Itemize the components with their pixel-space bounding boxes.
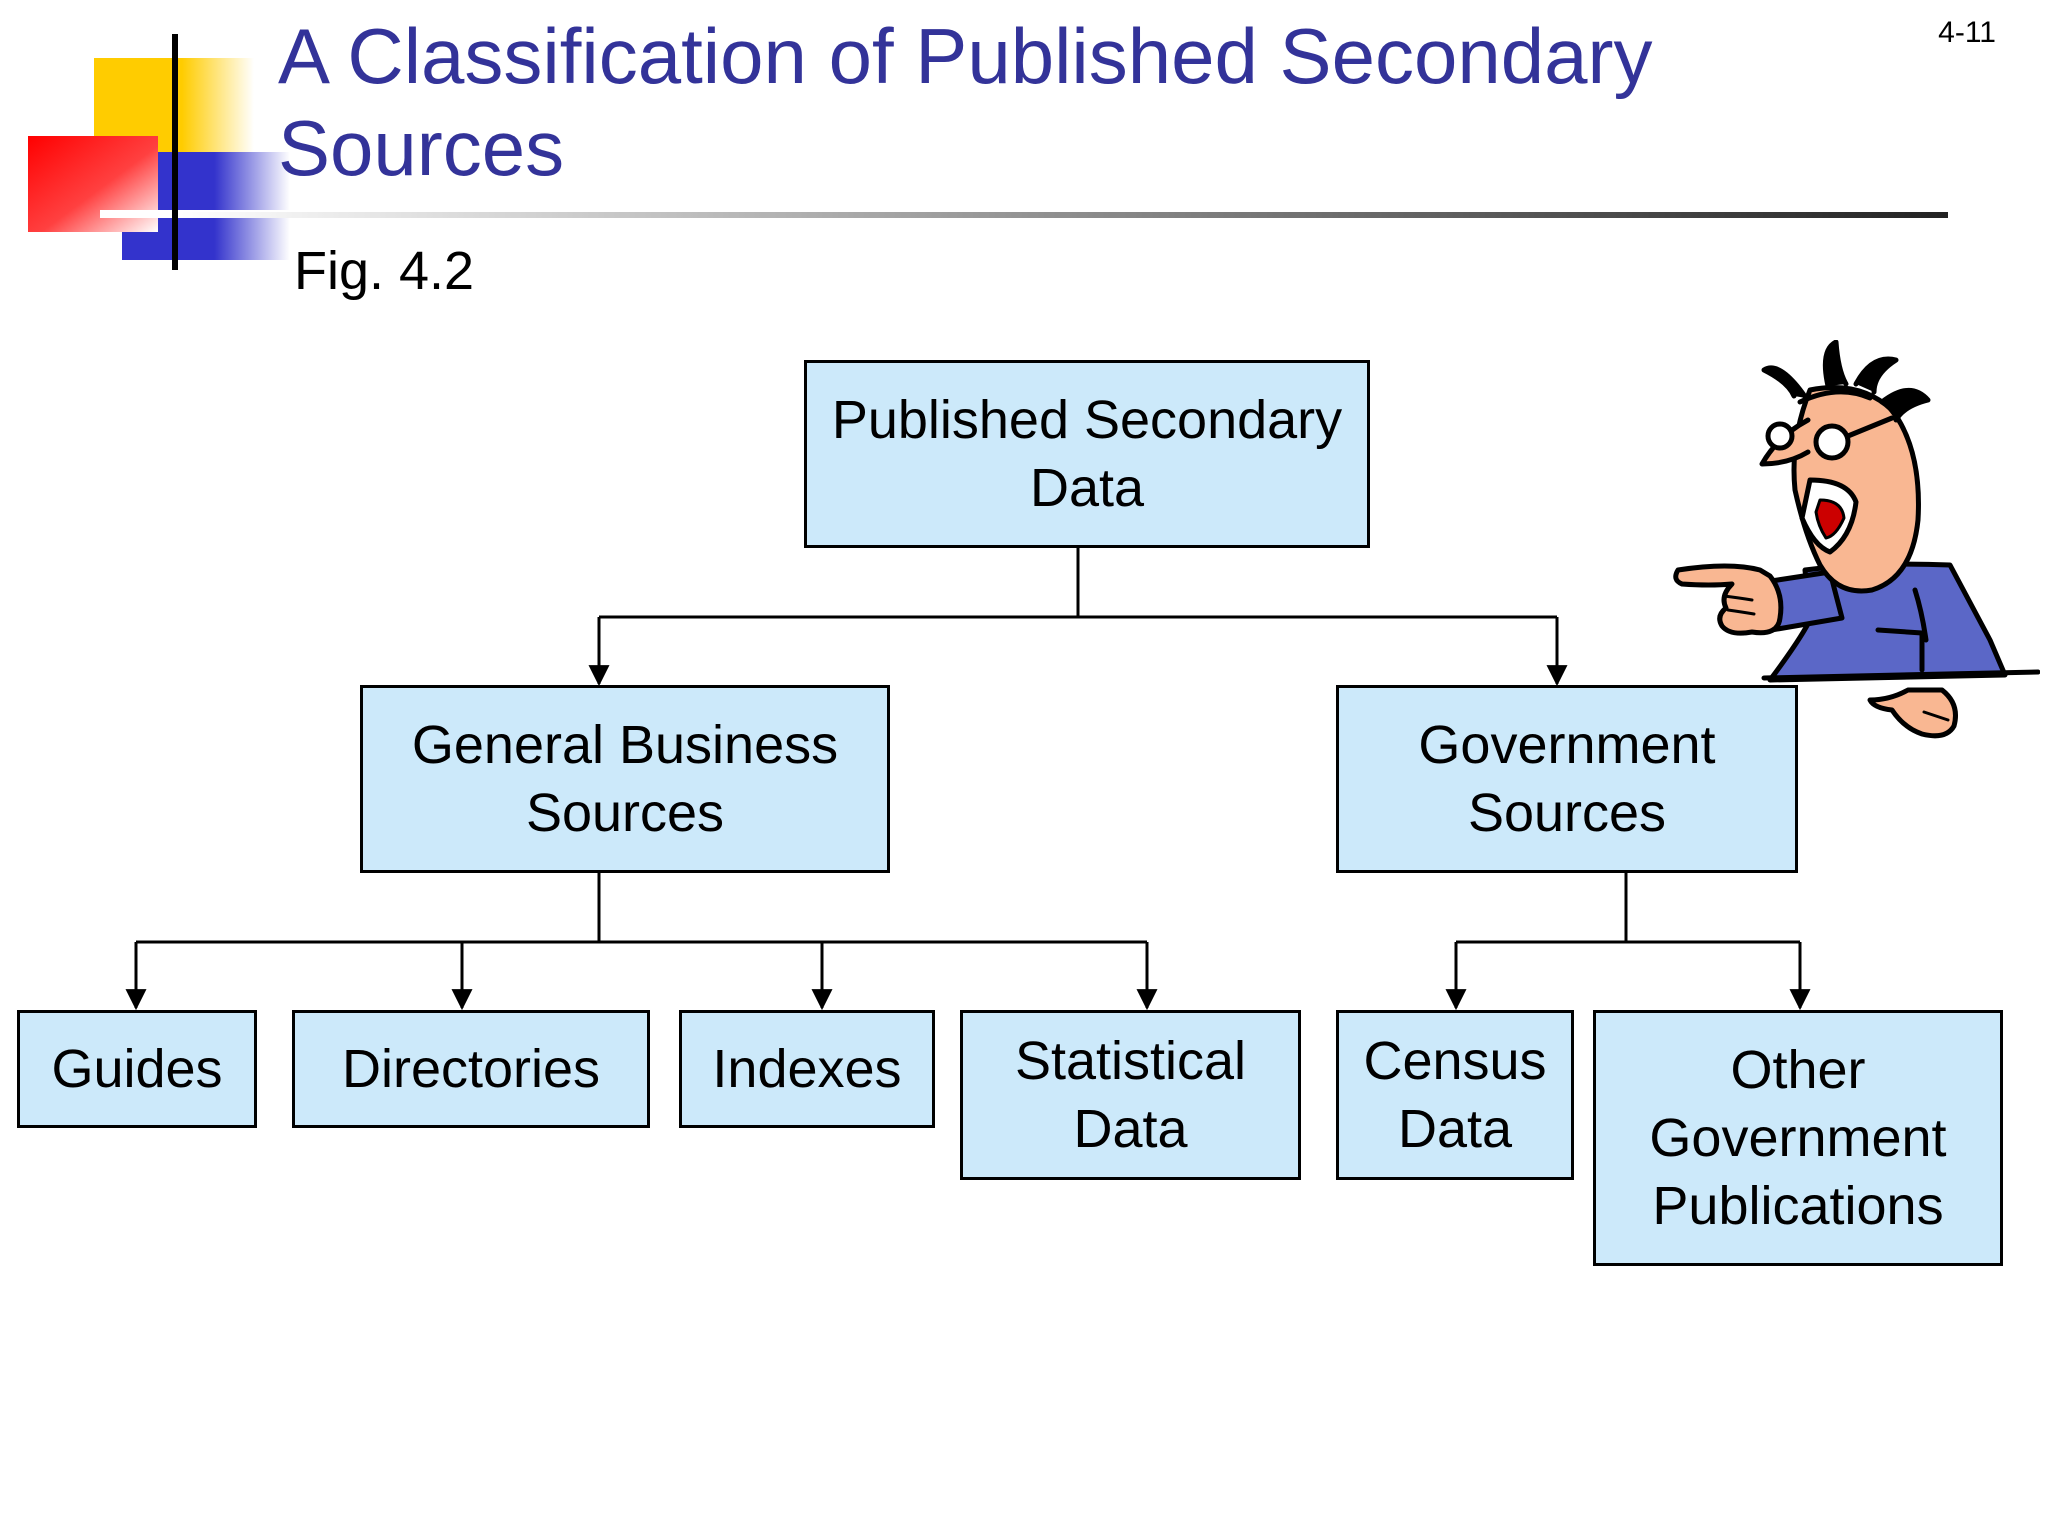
- overlapping-color-squares-logo: [28, 34, 290, 270]
- node-guides: Guides: [17, 1010, 257, 1128]
- node-other-government-publications: Other Government Publications: [1593, 1010, 2003, 1266]
- deco-vertical-line: [172, 34, 178, 270]
- node-published-secondary-data: Published Secondary Data: [804, 360, 1370, 548]
- slide-number: 4-11: [1938, 16, 1996, 49]
- node-indexes: Indexes: [679, 1010, 935, 1128]
- slide-title: A Classification of Published Secondary …: [278, 12, 1653, 192]
- title-underline: [180, 212, 1948, 218]
- node-government-sources: Government Sources: [1336, 685, 1798, 873]
- pointing-shouting-man-cartoon: [1673, 340, 2040, 739]
- node-directories: Directories: [292, 1010, 650, 1128]
- node-census-data: Census Data: [1336, 1010, 1574, 1180]
- node-general-business-sources: General Business Sources: [360, 685, 890, 873]
- node-statistical-data: Statistical Data: [960, 1010, 1301, 1180]
- figure-label: Fig. 4.2: [294, 241, 475, 301]
